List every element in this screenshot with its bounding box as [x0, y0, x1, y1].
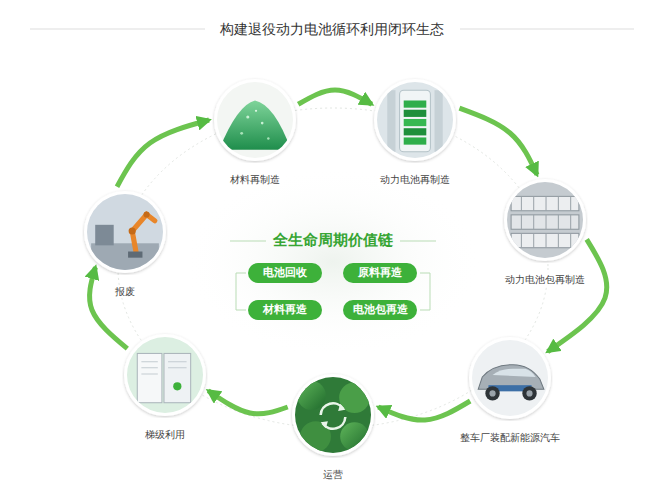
value-panel: 全生命周期价值链电池回收 原料再造材料再造 电池包再造 — [233, 226, 433, 330]
circle-picture — [212, 77, 298, 163]
cycle-label: 动力电池再制造 — [377, 173, 453, 186]
cycle-label: 整车厂装配新能源汽车 — [457, 431, 563, 444]
circle-picture — [502, 177, 588, 263]
cycle-label: 梯级利用 — [142, 428, 188, 441]
pill-label: 材料再造 — [248, 300, 322, 320]
value-pill: 电池回收 — [248, 263, 322, 283]
flow-arrow — [298, 90, 372, 104]
cycle-label: 运营 — [320, 468, 346, 481]
process-circle: 整车厂装配新能源汽车 — [454, 335, 566, 444]
flow-arrow — [208, 391, 287, 414]
value-pill: 材料再造 — [248, 300, 322, 320]
pill-label: 电池回收 — [248, 263, 322, 283]
flow-arrow — [459, 108, 537, 175]
circle-picture — [467, 335, 553, 421]
panel-title: 全生命周期价值链 — [233, 231, 433, 250]
cycle-label: 材料再制造 — [227, 173, 283, 186]
pill-label: 电池包再造 — [343, 300, 417, 320]
circle-picture — [82, 189, 168, 275]
process-circle: 报废 — [82, 189, 168, 298]
circle-picture — [122, 332, 208, 418]
center-glow — [183, 167, 483, 357]
process-circle: 材料再制造 — [212, 77, 298, 186]
process-circle: 动力电池包再制造 — [499, 177, 591, 286]
flow-arrow — [117, 120, 209, 187]
value-pill: 原料再造 — [343, 263, 417, 283]
process-circle: 梯级利用 — [122, 332, 208, 441]
flow-arrow — [378, 401, 470, 420]
diagram-title: 构建退役动力电池循环利用闭环生态 — [0, 21, 664, 39]
cycle-label: 动力电池包再制造 — [502, 273, 588, 286]
cycle-label: 报废 — [112, 285, 138, 298]
process-circle: 运营 — [290, 372, 376, 481]
circle-picture — [372, 77, 458, 163]
pill-label: 原料再造 — [343, 263, 417, 283]
process-circle: 动力电池再制造 — [372, 77, 458, 186]
value-pill: 电池包再造 — [343, 300, 417, 320]
flow-arrow — [90, 267, 128, 348]
circle-picture — [290, 372, 376, 458]
